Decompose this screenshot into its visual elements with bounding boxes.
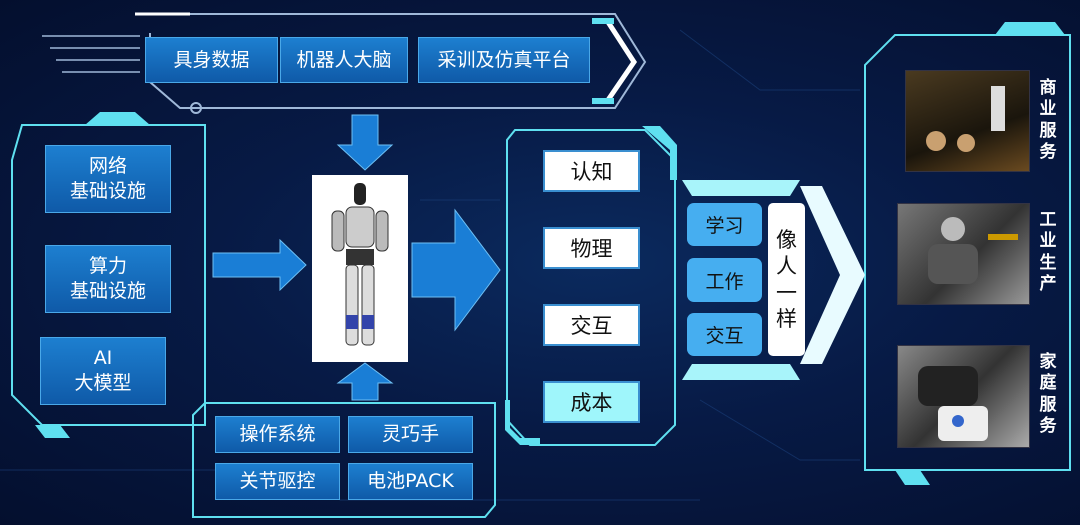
left-item-ai-model: AI 大模型 <box>40 337 166 405</box>
top-item-embodied-data: 具身数据 <box>145 37 278 83</box>
middle-item-cost: 成本 <box>543 381 640 423</box>
chevron-right-icon <box>800 186 865 364</box>
left-item-compute: 算力 基础设施 <box>45 245 171 313</box>
middle-item-physics: 物理 <box>543 227 640 269</box>
bottom-item-battery: 电池PACK <box>348 463 473 500</box>
scenario-label-commercial: 商业服务 <box>1039 78 1057 162</box>
ability-interacting: 交互 <box>687 313 762 356</box>
robot-image <box>312 175 408 362</box>
scenario-label-home: 家庭服务 <box>1039 352 1057 436</box>
middle-item-cognition: 认知 <box>543 150 640 192</box>
top-item-robot-brain: 机器人大脑 <box>280 37 408 83</box>
top-item-training-platform: 采训及仿真平台 <box>418 37 590 83</box>
middle-panel-frame <box>506 129 676 446</box>
humanoid-robot-icon <box>331 183 389 346</box>
human-like-label: 像人一样 <box>768 203 805 356</box>
big-right-arrow-icon <box>411 208 501 332</box>
ability-learning: 学习 <box>687 203 762 246</box>
left-item-network: 网络 基础设施 <box>45 145 171 213</box>
home-service-photo <box>897 345 1030 448</box>
middle-item-interaction: 交互 <box>543 304 640 346</box>
bottom-panel-frame <box>192 402 496 518</box>
industrial-production-photo <box>897 203 1030 305</box>
scenario-label-industrial: 工业生产 <box>1039 210 1057 294</box>
right-arrow-icon <box>212 238 307 292</box>
commercial-service-photo <box>905 70 1030 172</box>
bottom-item-joint-drive: 关节驱控 <box>215 463 340 500</box>
bottom-item-os: 操作系统 <box>215 416 340 453</box>
up-arrow-icon <box>336 362 394 401</box>
down-arrow-icon <box>336 114 394 171</box>
bottom-item-dexterous-hand: 灵巧手 <box>348 416 473 453</box>
ability-working: 工作 <box>687 258 762 302</box>
